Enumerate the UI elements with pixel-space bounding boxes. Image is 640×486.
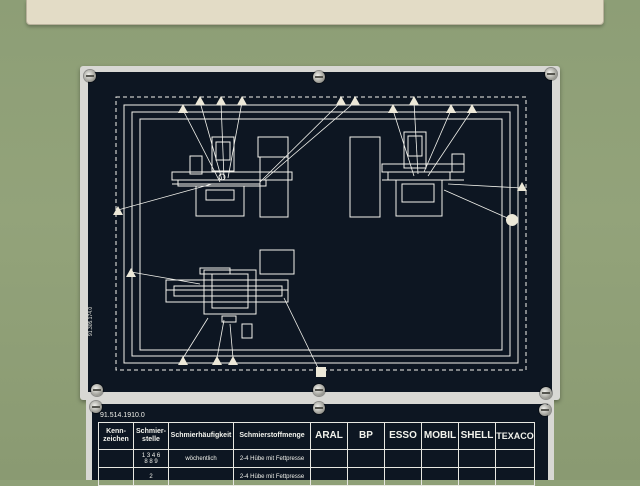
cell-brand	[421, 467, 459, 486]
header-brand-shell: SHELL	[458, 422, 496, 450]
leader-lines	[117, 101, 523, 373]
screw-icon	[90, 401, 102, 413]
cell-frequency: wöchentlich	[168, 449, 234, 468]
table-header-row: Kenn- zeichen Schmier- stelle Schmierhäu…	[98, 422, 535, 450]
machine-housing-edge	[26, 0, 604, 25]
screw-icon	[313, 71, 325, 83]
lubrication-plate	[88, 72, 552, 392]
screw-icon	[91, 384, 103, 396]
cell-brand	[384, 449, 422, 468]
header-point: Schmier- stelle	[133, 422, 169, 450]
cell-point: 2	[133, 467, 169, 486]
header-quantity: Schmierstoffmenge	[233, 422, 311, 450]
lube-point-markers	[113, 96, 527, 377]
screw-icon	[540, 387, 552, 399]
header-brand-texaco: TEXACO	[495, 422, 535, 450]
border-line-3	[139, 118, 503, 351]
lubrication-table: Kenn- zeichen Schmier- stelle Schmierhäu…	[98, 422, 535, 486]
cell-brand	[347, 467, 385, 486]
table-row: 2 2-4 Hübe mit Fettpresse	[98, 467, 535, 486]
lubrication-diagram	[113, 96, 527, 377]
machine-side-view	[349, 131, 465, 218]
cell-code	[98, 449, 134, 468]
cell-brand	[310, 449, 348, 468]
screw-icon	[545, 68, 557, 80]
header-brand-aral: ARAL	[310, 422, 348, 450]
cell-brand	[495, 449, 535, 468]
screw-icon	[539, 404, 551, 416]
cell-quantity: 2-4 Hübe mit Fettpresse	[233, 449, 311, 468]
cell-brand	[310, 467, 348, 486]
cell-point-line1: 1 3 4 6	[141, 452, 161, 459]
cell-brand	[347, 449, 385, 468]
machine-top-view	[165, 249, 295, 339]
cell-point: 1 3 4 6 8 8 9	[133, 449, 169, 468]
header-brand-esso: ESSO	[384, 422, 422, 450]
screw-icon	[84, 70, 96, 82]
side-code-text: 91.305.174.0	[88, 306, 94, 336]
part-number: 91.514.1910.0	[100, 412, 145, 419]
dashed-border	[115, 96, 527, 371]
header-frequency: Schmierhäufigkeit	[168, 422, 234, 450]
cell-brand	[458, 467, 496, 486]
header-code: Kenn- zeichen	[98, 422, 134, 450]
cell-frequency	[168, 467, 234, 486]
screw-icon	[313, 402, 325, 414]
screw-icon	[313, 384, 325, 396]
table-row: 1 3 4 6 8 8 9 wöchentlich 2-4 Hübe mit F…	[98, 449, 535, 468]
border-line-1	[123, 104, 519, 364]
cell-brand	[384, 467, 422, 486]
cell-brand	[458, 449, 496, 468]
machine-front-view	[171, 136, 293, 218]
header-brand-bp: BP	[347, 422, 385, 450]
cell-brand	[421, 449, 459, 468]
border-line-2	[131, 111, 511, 357]
header-brand-mobil: MOBIL	[421, 422, 459, 450]
cell-quantity: 2-4 Hübe mit Fettpresse	[233, 467, 311, 486]
cell-brand	[495, 467, 535, 486]
cell-code	[98, 467, 134, 486]
cell-point-line2: 8 8 9	[144, 458, 158, 465]
